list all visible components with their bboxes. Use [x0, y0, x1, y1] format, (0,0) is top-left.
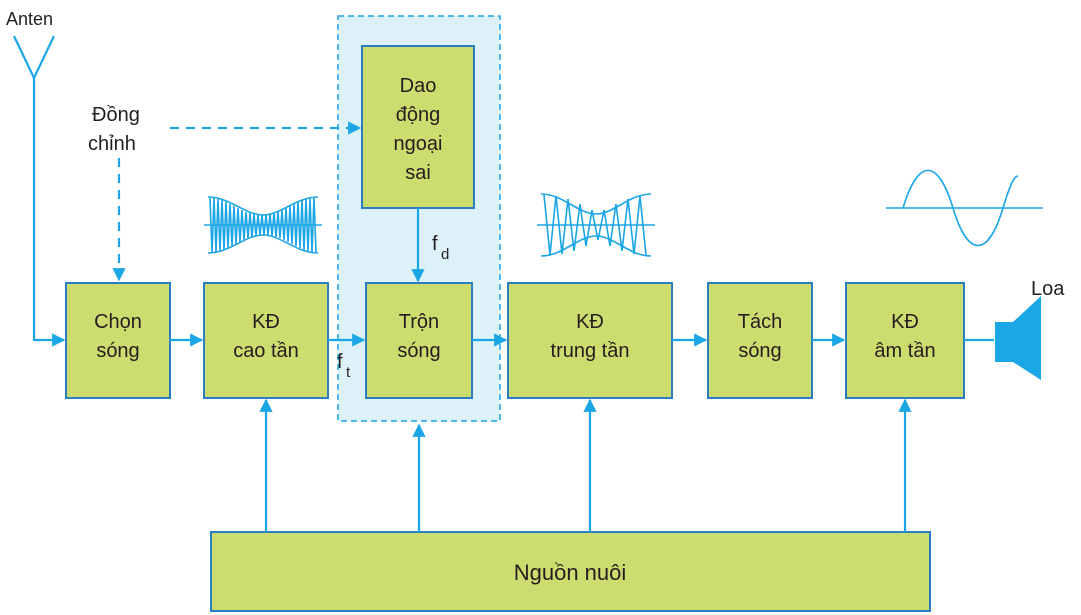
fd-sub: d [441, 246, 449, 263]
detector-line2: sóng [738, 340, 781, 362]
audio-sine-wave-icon [886, 169, 1043, 247]
mixer-block: Trộn sóng [365, 282, 473, 399]
if-modulated-wave-icon [537, 193, 655, 257]
power-supply-block: Nguồn nuôi [210, 531, 931, 612]
rf-amplifier-block: KĐ cao tần [203, 282, 329, 399]
af-amplifier-line1: KĐ [891, 311, 919, 333]
speaker-label: Loa [1031, 278, 1065, 300]
select-wave-line2: sóng [96, 340, 139, 362]
antenna-label: Anten [6, 9, 53, 29]
af-amplifier-line2: âm tần [874, 340, 935, 362]
oscillator-line3: ngoại [394, 133, 443, 155]
tuning-label-line1: Đồng [92, 104, 140, 126]
detector-line1: Tách [738, 311, 782, 333]
oscillator-line2: động [396, 104, 441, 126]
antenna-icon [13, 35, 55, 79]
local-oscillator-block: Dao động ngoại sai [361, 45, 475, 209]
if-amplifier-line2: trung tần [551, 340, 630, 362]
if-amplifier-line1: KĐ [576, 311, 604, 333]
oscillator-line1: Dao [400, 75, 437, 97]
rf-modulated-wave-icon [204, 196, 322, 254]
mixer-line2: sóng [397, 340, 440, 362]
ft-sub: t [346, 364, 351, 381]
antenna-feed-line [32, 78, 66, 347]
power-supply-label: Nguồn nuôi [514, 560, 627, 585]
oscillator-line4: sai [405, 162, 431, 184]
detector-block: Tách sóng [707, 282, 813, 399]
tuning-label-line2: chỉnh [88, 133, 136, 155]
mixer-line1: Trộn [399, 311, 439, 333]
ft-label: f t [337, 351, 351, 381]
speaker-icon [995, 296, 1041, 380]
rf-amplifier-line1: KĐ [252, 311, 280, 333]
if-amplifier-block: KĐ trung tần [507, 282, 673, 399]
af-amplifier-block: KĐ âm tần [845, 282, 965, 399]
select-wave-line1: Chọn [94, 311, 142, 333]
ft-main: f [337, 351, 343, 373]
rf-amplifier-line2: cao tần [233, 340, 299, 362]
select-wave-block: Chọn sóng [65, 282, 171, 399]
fd-main: f [432, 233, 438, 255]
fd-label: f d [432, 233, 449, 263]
